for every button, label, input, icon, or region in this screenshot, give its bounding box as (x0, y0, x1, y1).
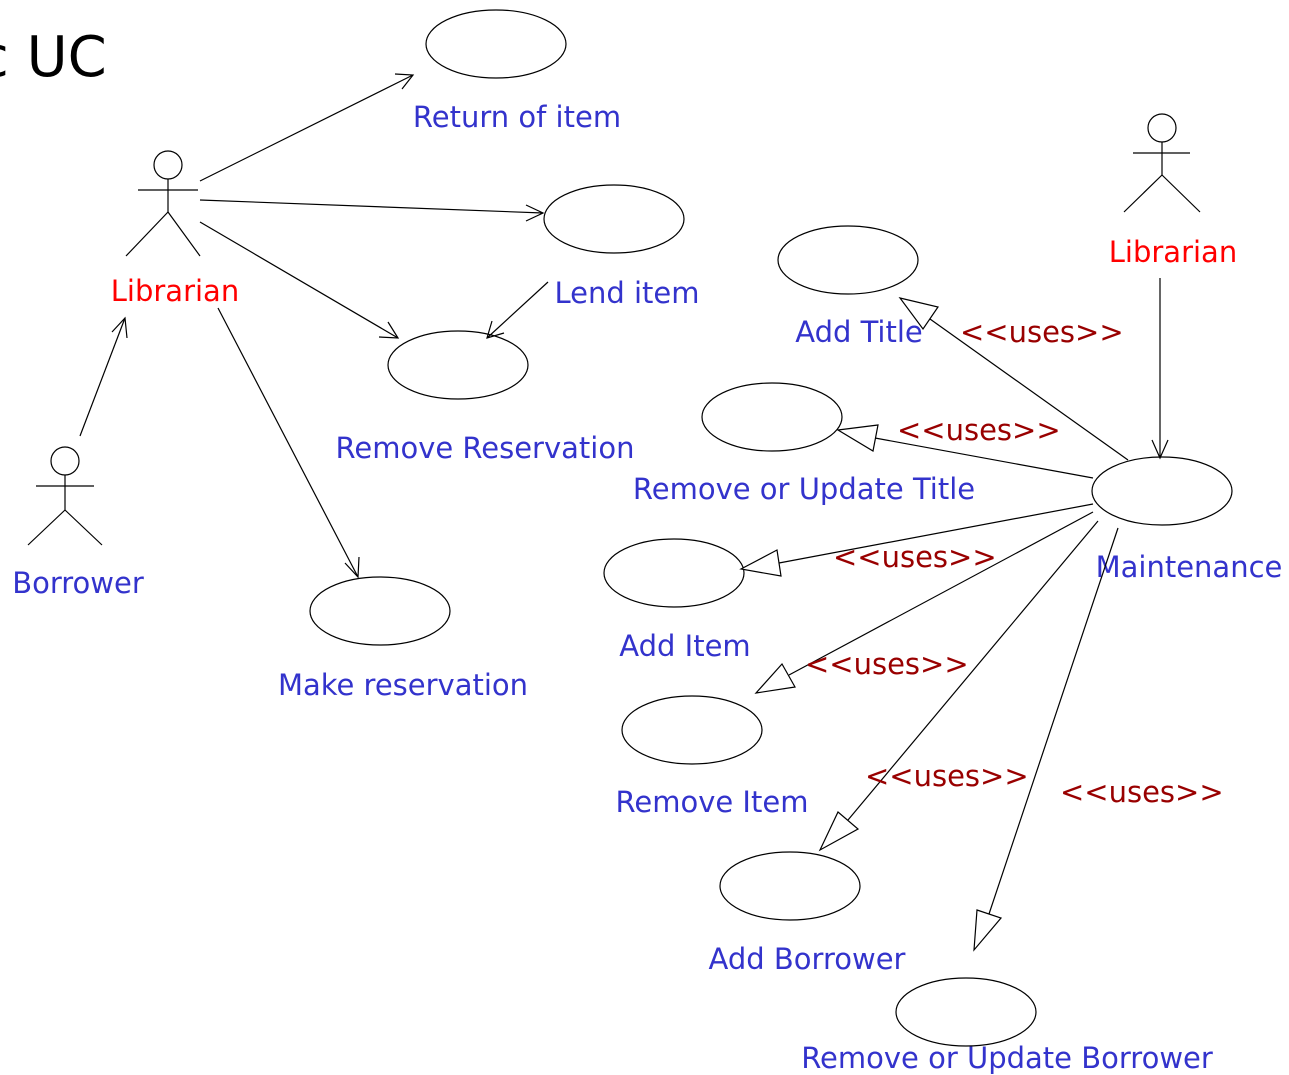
uses-add-title-line (898, 297, 1129, 461)
borrower-actor[interactable] (27, 446, 103, 546)
add-borrower-ellipse[interactable] (719, 851, 861, 921)
add-borrower-label: Add Borrower (709, 942, 906, 976)
association-librarian-maintenance (1151, 278, 1169, 460)
slide-title: c UC (0, 25, 107, 90)
uses-remove-update-title-line (836, 424, 1094, 479)
uses-remove-item-label: <<uses>> (805, 647, 969, 681)
uses-add-borrower-label: <<uses>> (865, 759, 1029, 793)
lend-item-ellipse[interactable] (543, 184, 685, 254)
association-librarian-make-reservation (217, 307, 360, 579)
uses-remove-update-borrower-label: <<uses>> (1060, 775, 1224, 809)
association-lend-item-remove-reservation (486, 281, 549, 339)
borrower-label: Borrower (12, 566, 144, 600)
uses-remove-update-title-label: <<uses>> (897, 413, 1061, 447)
remove-reservation-ellipse[interactable] (387, 330, 529, 400)
librarian-right-label: Librarian (1109, 235, 1237, 269)
return-item-label: Return of item (413, 100, 621, 134)
uses-add-item-label: <<uses>> (833, 540, 997, 574)
association-librarian-return-item (199, 73, 415, 182)
uses-remove-update-borrower-line (973, 527, 1119, 952)
librarian-right-actor[interactable] (1123, 113, 1201, 213)
add-title-ellipse[interactable] (777, 225, 919, 295)
uses-remove-item-line (754, 511, 1094, 694)
librarian-left-actor[interactable] (125, 150, 201, 257)
maintenance-label: Maintenance (1096, 550, 1283, 584)
remove-reservation-label: Remove Reservation (336, 431, 635, 465)
association-librarian-lend-item (199, 199, 545, 222)
return-item-ellipse[interactable] (425, 9, 567, 79)
add-title-label: Add Title (795, 315, 923, 349)
maintenance-ellipse[interactable] (1091, 456, 1233, 526)
remove-update-title-ellipse[interactable] (701, 382, 843, 452)
remove-item-label: Remove Item (616, 785, 809, 819)
add-item-ellipse[interactable] (603, 538, 745, 608)
uses-add-title-label: <<uses>> (960, 315, 1124, 349)
uses-add-borrower-line (818, 520, 1099, 852)
uses-add-item-line (739, 503, 1094, 577)
remove-update-borrower-label: Remove or Update Borrower (801, 1041, 1213, 1075)
association-librarian-remove-reservation (199, 221, 400, 339)
librarian-left-label: Librarian (111, 274, 239, 308)
lend-item-label: Lend item (554, 276, 699, 310)
remove-update-title-label: Remove or Update Title (633, 472, 975, 506)
add-item-label: Add Item (619, 629, 750, 663)
make-reservation-label: Make reservation (278, 668, 528, 702)
remove-item-ellipse[interactable] (621, 695, 763, 765)
generalization-borrower-librarian (79, 316, 128, 437)
make-reservation-ellipse[interactable] (309, 576, 451, 646)
remove-update-borrower-ellipse[interactable] (895, 977, 1037, 1047)
